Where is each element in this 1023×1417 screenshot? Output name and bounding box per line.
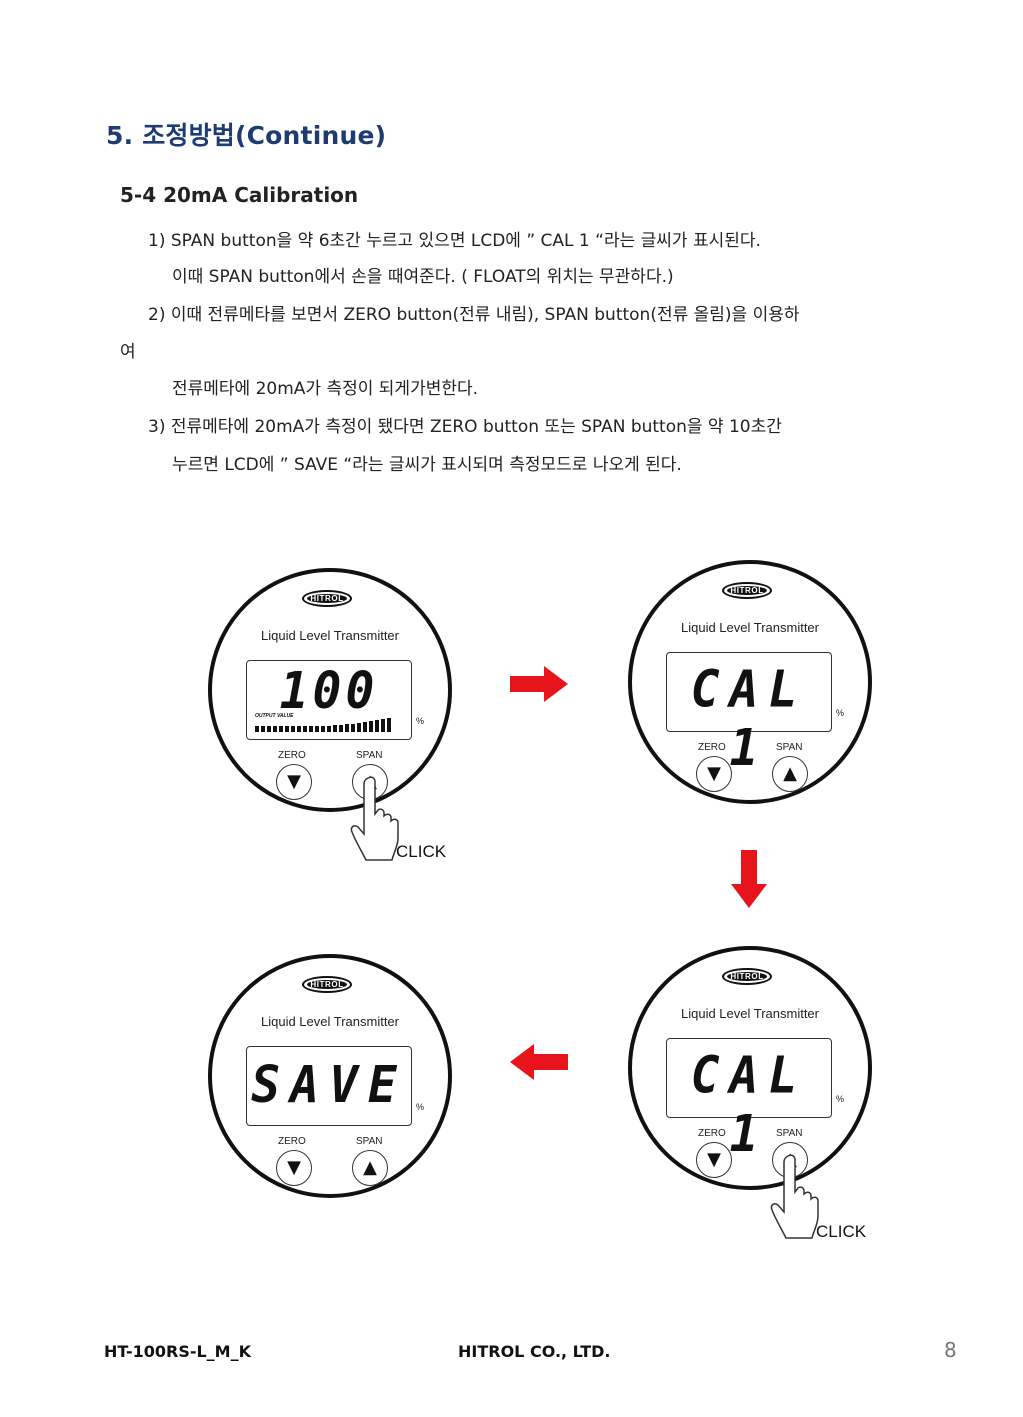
span-button[interactable]: ▲ — [772, 756, 808, 792]
arrow-right-icon — [510, 666, 568, 702]
span-button[interactable]: ▲ — [352, 1150, 388, 1186]
device-model-label: Liquid Level Transmitter — [260, 1014, 399, 1029]
arrow-left-icon — [510, 1044, 568, 1080]
device-panel-100: HITROL Liquid Level Transmitter 100 OUTP… — [208, 568, 452, 812]
zero-label: ZERO — [698, 742, 726, 753]
lcd-display: CAL 1 — [666, 1038, 832, 1164]
section-heading: 5. 조정방법(Continue) — [106, 121, 387, 150]
percent-unit: % — [416, 716, 425, 726]
device-model-label: Liquid Level Transmitter — [680, 620, 819, 635]
span-label: SPAN — [776, 1128, 803, 1139]
pointing-hand-icon — [350, 776, 399, 861]
click-label-2: CLICK — [816, 1222, 867, 1241]
down-triangle-icon: ▼ — [287, 771, 301, 792]
page-number: 8 — [944, 1338, 957, 1362]
lcd-readout: 100 — [279, 661, 379, 721]
zero-label: ZERO — [278, 1136, 306, 1147]
hitrol-logo: HITROL — [302, 590, 352, 607]
lcd-readout: CAL 1 — [690, 1046, 808, 1164]
device-panel-save: HITROL Liquid Level Transmitter SAVE % Z… — [208, 954, 452, 1198]
bar-caption: OUTPUT VALUE — [255, 713, 294, 719]
arrow-down-icon — [731, 850, 767, 908]
span-label: SPAN — [356, 1136, 383, 1147]
hitrol-logo: HITROL — [722, 582, 772, 599]
percent-unit: % — [836, 1094, 845, 1104]
span-label: SPAN — [356, 750, 383, 761]
up-triangle-icon: ▲ — [783, 763, 797, 784]
down-triangle-icon: ▼ — [287, 1157, 301, 1178]
step-2-line-2: 전류메타에 20mA가 측정이 되게가변한다. — [172, 379, 479, 399]
zero-label: ZERO — [278, 750, 306, 761]
step-1-line-2: 이때 SPAN button에서 손을 때여준다. ( FLOAT의 위치는 무… — [172, 267, 674, 287]
zero-button[interactable]: ▼ — [276, 1150, 312, 1186]
percent-unit: % — [416, 1102, 425, 1112]
percent-unit: % — [836, 708, 845, 718]
hitrol-logo: HITROL — [302, 976, 352, 993]
zero-button[interactable]: ▼ — [276, 764, 312, 800]
lcd-readout: CAL 1 — [690, 660, 808, 778]
hitrol-logo: HITROL — [722, 968, 772, 985]
lcd-display: SAVE — [246, 1046, 412, 1126]
zero-button[interactable]: ▼ — [696, 756, 732, 792]
lcd-readout: SAVE — [251, 1055, 407, 1115]
step-1-line-1: 1) SPAN button을 약 6초간 누르고 있으면 LCD에 ” CAL… — [148, 231, 761, 251]
device-panel-cal1-bottom: HITROL Liquid Level Transmitter CAL 1 % … — [628, 946, 872, 1190]
step-2-line-1: 2) 이때 전류메타를 보면서 ZERO button(전류 내림), SPAN… — [148, 305, 800, 325]
zero-label: ZERO — [698, 1128, 726, 1139]
span-label: SPAN — [776, 742, 803, 753]
output-bargraph — [255, 718, 391, 732]
step-3-line-2: 누르면 LCD에 ” SAVE “라는 글씨가 표시되며 측정모드로 나오게 된… — [172, 455, 682, 475]
lcd-display: 100 OUTPUT VALUE — [246, 660, 412, 740]
zero-button[interactable]: ▼ — [696, 1142, 732, 1178]
subsection-heading: 5-4 20mA Calibration — [120, 183, 359, 207]
up-triangle-icon: ▲ — [363, 1157, 377, 1178]
step-3-line-1: 3) 전류메타에 20mA가 측정이 됐다면 ZERO button 또는 SP… — [148, 417, 782, 437]
device-model-label: Liquid Level Transmitter — [260, 628, 399, 643]
step-2-line-wrap: 여 — [120, 342, 136, 362]
pointing-hand-icon — [770, 1154, 819, 1239]
down-triangle-icon: ▼ — [707, 1149, 721, 1170]
click-label-1: CLICK — [396, 842, 447, 861]
lcd-display: CAL 1 — [666, 652, 832, 778]
down-triangle-icon: ▼ — [707, 763, 721, 784]
device-panel-cal1-top: HITROL Liquid Level Transmitter CAL 1 % … — [628, 560, 872, 804]
footer-company: HITROL CO., LTD. — [458, 1342, 611, 1361]
footer-doc-code: HT-100RS-L_M_K — [104, 1342, 251, 1361]
device-model-label: Liquid Level Transmitter — [680, 1006, 819, 1021]
